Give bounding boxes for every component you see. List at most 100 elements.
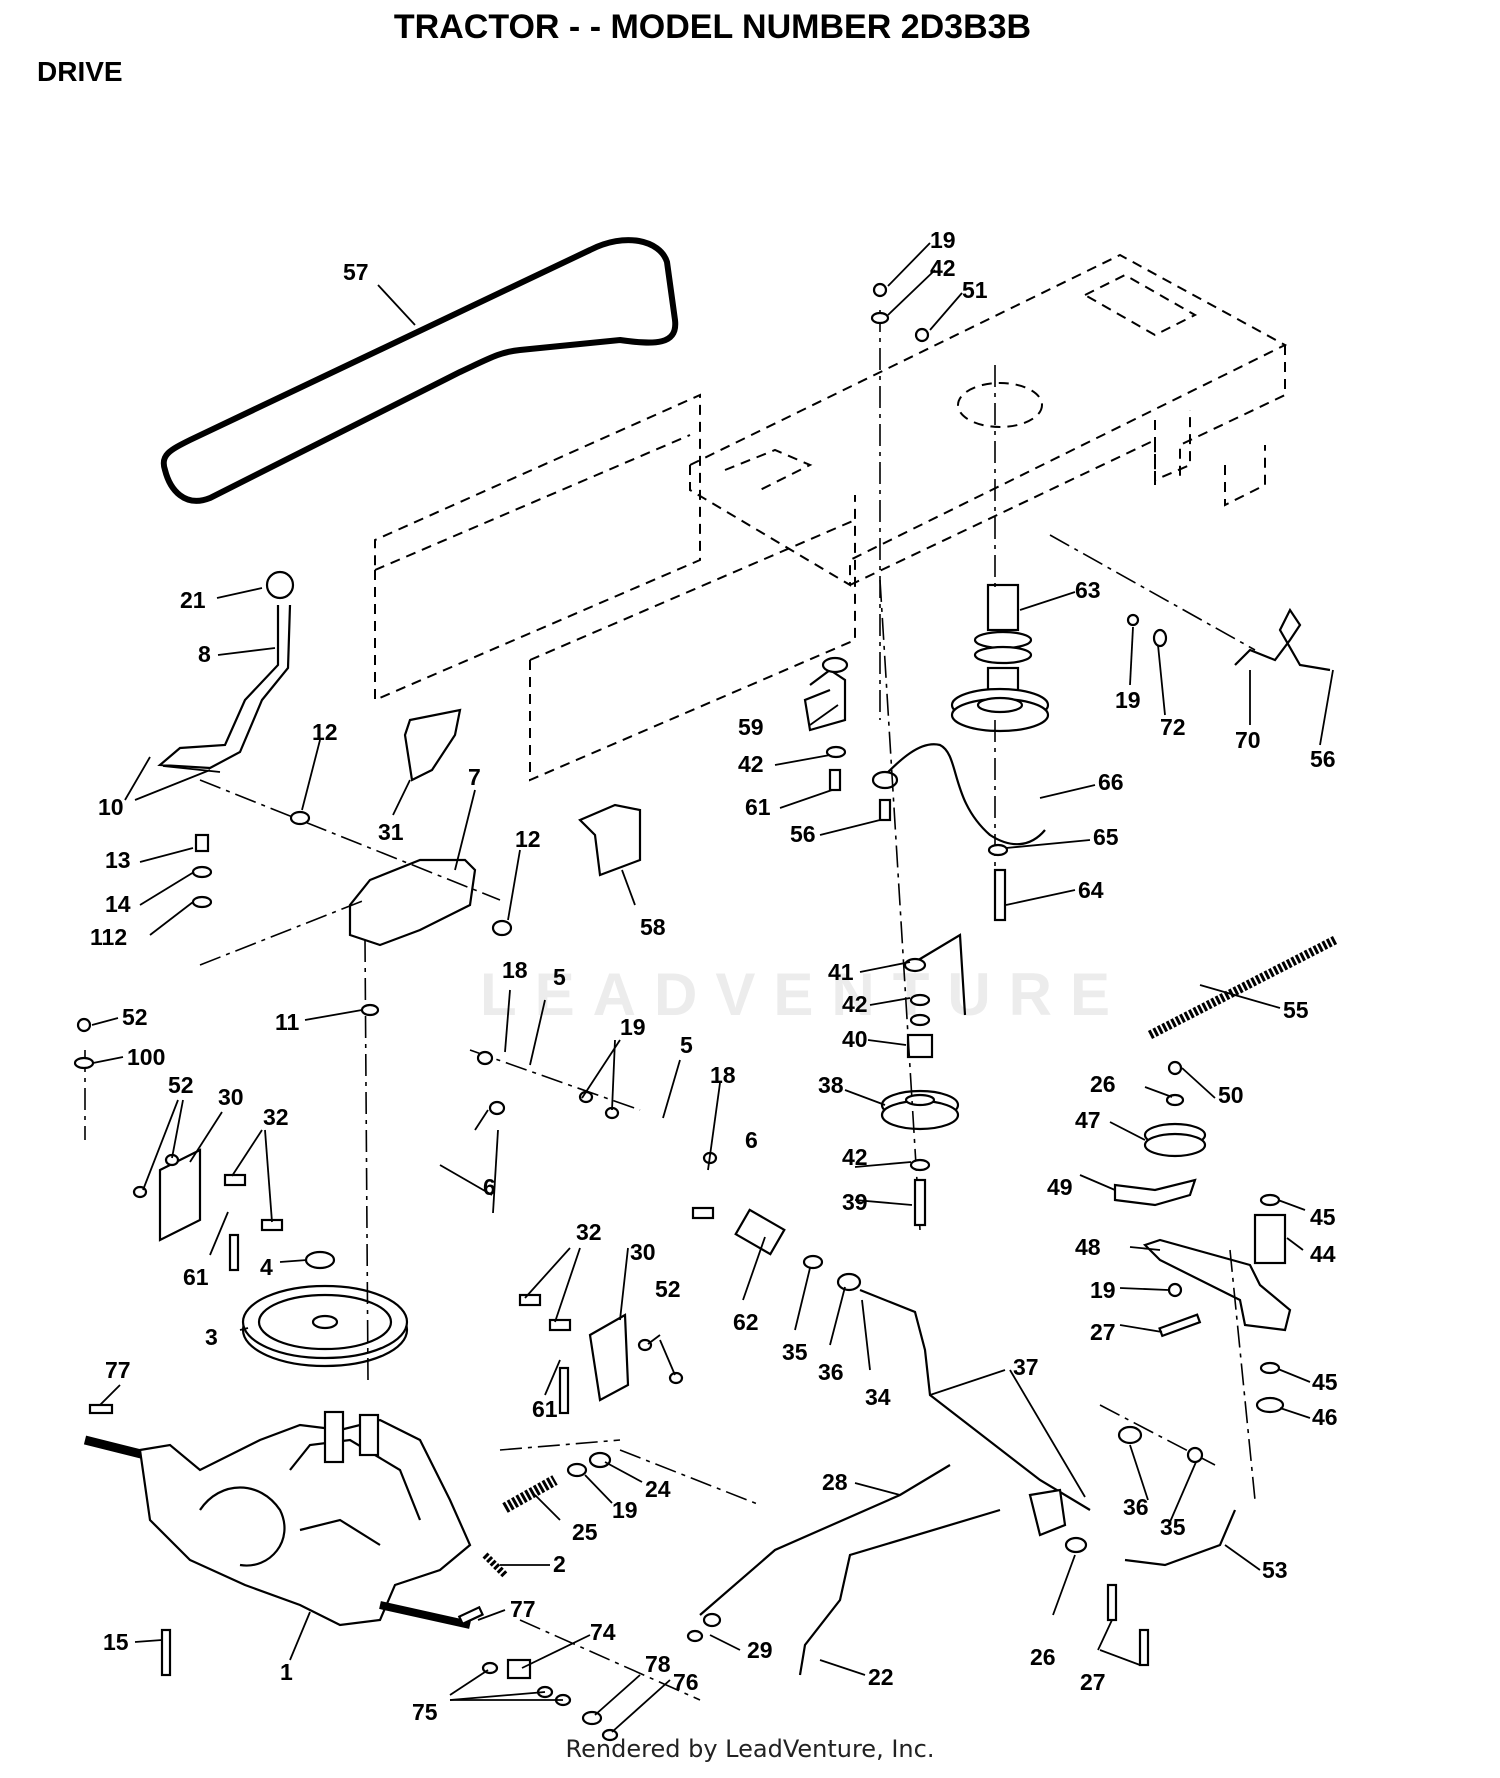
callout-34: 34: [865, 1384, 891, 1410]
callout-62: 62: [733, 1309, 759, 1335]
idler-pulley-38: [880, 1033, 960, 1131]
callout-75: 75: [412, 1699, 438, 1725]
idler-arm-41: [909, 933, 967, 1016]
callout-12: 12: [515, 826, 541, 852]
callout-19: 19: [612, 1497, 638, 1523]
retainer-4: [304, 1250, 336, 1270]
drive-belt: [160, 237, 679, 504]
callout-47: 47: [1075, 1107, 1101, 1133]
callout-19: 19: [620, 1014, 646, 1040]
callout-39: 39: [842, 1189, 868, 1215]
callout-57: 57: [343, 259, 369, 285]
callout-2: 2: [553, 1551, 566, 1577]
callout-28: 28: [822, 1469, 848, 1495]
pivot-bracket-37: [1028, 1488, 1067, 1537]
spacer-44: [1253, 1213, 1287, 1265]
callout-61: 61: [745, 794, 771, 820]
callout-31: 31: [378, 819, 404, 845]
callout-49: 49: [1047, 1174, 1073, 1200]
bracket-70: [1234, 607, 1331, 672]
callout-56: 56: [790, 821, 816, 847]
callout-56: 56: [1310, 746, 1336, 772]
bracket-49: [1113, 1178, 1197, 1207]
callout-46: 46: [1312, 1404, 1338, 1430]
callout-18: 18: [710, 1062, 736, 1088]
leader-lines: [91, 242, 1334, 1733]
callout-8: 8: [198, 641, 211, 667]
sleeve-62: [734, 1208, 786, 1256]
callout-27: 27: [1090, 1319, 1116, 1345]
engine-pulley-63: [950, 583, 1050, 733]
callout-5: 5: [680, 1032, 693, 1058]
watermark-text: LEADVENTURE: [480, 961, 1129, 1028]
callout-74: 74: [590, 1619, 616, 1645]
footer-credit: Rendered by LeadVenture, Inc.: [565, 1735, 935, 1763]
callout-12: 12: [312, 719, 338, 745]
rod-28: [699, 1464, 951, 1616]
callout-3: 3: [205, 1324, 218, 1350]
callout-64: 64: [1078, 877, 1104, 903]
callout-66: 66: [1098, 769, 1124, 795]
callout-36: 36: [1123, 1494, 1149, 1520]
callout-77: 77: [510, 1596, 536, 1622]
idler-pulley-47: [1143, 1122, 1207, 1158]
section-title: DRIVE: [37, 56, 123, 87]
shift-lever: [157, 570, 295, 773]
callout-35: 35: [1160, 1514, 1186, 1540]
callout-65: 65: [1093, 824, 1119, 850]
mount-bracket-30-left: [158, 1148, 202, 1242]
callout-42: 42: [842, 1144, 868, 1170]
callout-30: 30: [630, 1239, 656, 1265]
callout-26: 26: [1090, 1071, 1116, 1097]
callout-78: 78: [645, 1651, 671, 1677]
callout-40: 40: [842, 1026, 868, 1052]
callout-51: 51: [962, 277, 988, 303]
callout-61: 61: [532, 1396, 558, 1422]
callout-77: 77: [105, 1357, 131, 1383]
callout-22: 22: [868, 1664, 894, 1690]
mount-bracket-30-right: [588, 1313, 630, 1402]
callout-112: 112: [90, 924, 127, 950]
callout-42: 42: [842, 991, 868, 1017]
transaxle-pulley-3: [241, 1284, 409, 1368]
callout-30: 30: [218, 1084, 244, 1110]
callout-37: 37: [1013, 1354, 1039, 1380]
frame-outline: [374, 253, 1288, 782]
callout-11: 11: [275, 1009, 300, 1035]
callout-21: 21: [180, 587, 206, 613]
callout-19: 19: [930, 227, 956, 253]
callout-19: 19: [1090, 1277, 1116, 1303]
callout-18: 18: [502, 957, 528, 983]
callout-32: 32: [576, 1219, 602, 1245]
callout-labels: 57 19 42 51 21 8 63 19 72 70 56 12 59 42…: [90, 227, 1338, 1725]
callout-53: 53: [1262, 1557, 1288, 1583]
callout-27: 27: [1080, 1669, 1106, 1695]
rod-34: [859, 1288, 1091, 1511]
bracket-58: [578, 803, 642, 877]
bracket-59: [803, 668, 847, 732]
callout-36: 36: [818, 1359, 844, 1385]
callout-50: 50: [1218, 1082, 1244, 1108]
centerlines: [84, 310, 1256, 1701]
callout-100: 100: [127, 1044, 165, 1070]
callout-52: 52: [168, 1072, 194, 1098]
spring-25: [502, 1475, 558, 1513]
idler-arm-48: [1142, 1238, 1292, 1332]
callout-7: 7: [468, 764, 481, 790]
callout-19: 19: [1115, 687, 1141, 713]
callout-52: 52: [655, 1276, 681, 1302]
callout-24: 24: [645, 1476, 671, 1502]
callout-14: 14: [105, 891, 131, 917]
plate-31: [403, 708, 462, 782]
callout-1: 1: [280, 1659, 293, 1685]
callout-76: 76: [673, 1669, 699, 1695]
callout-52: 52: [122, 1004, 148, 1030]
callout-26: 26: [1030, 1644, 1056, 1670]
callout-32: 32: [263, 1104, 289, 1130]
callout-45: 45: [1312, 1369, 1338, 1395]
callout-29: 29: [747, 1637, 773, 1663]
callout-25: 25: [572, 1519, 598, 1545]
callout-5: 5: [553, 964, 566, 990]
callout-15: 15: [103, 1629, 129, 1655]
